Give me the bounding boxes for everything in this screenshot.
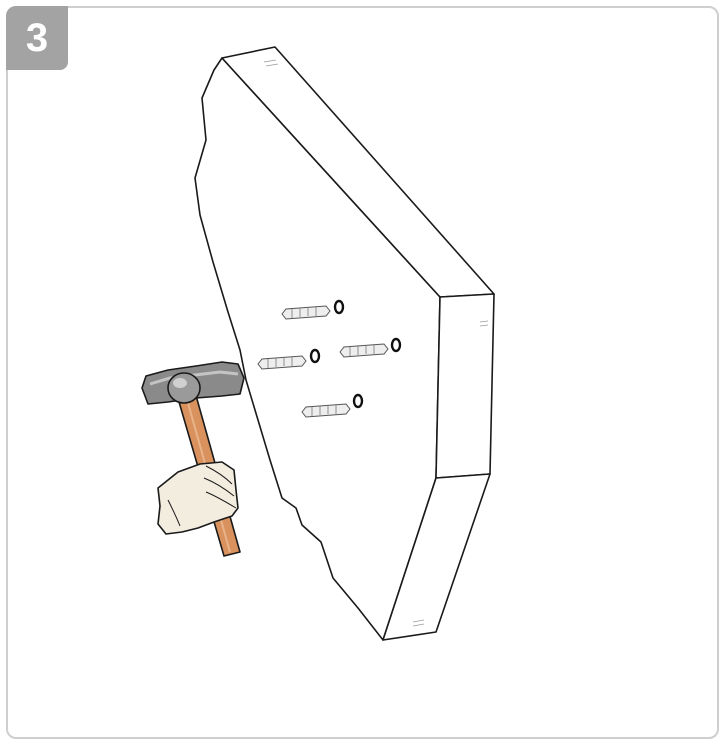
hammer-head-icon bbox=[142, 362, 244, 404]
